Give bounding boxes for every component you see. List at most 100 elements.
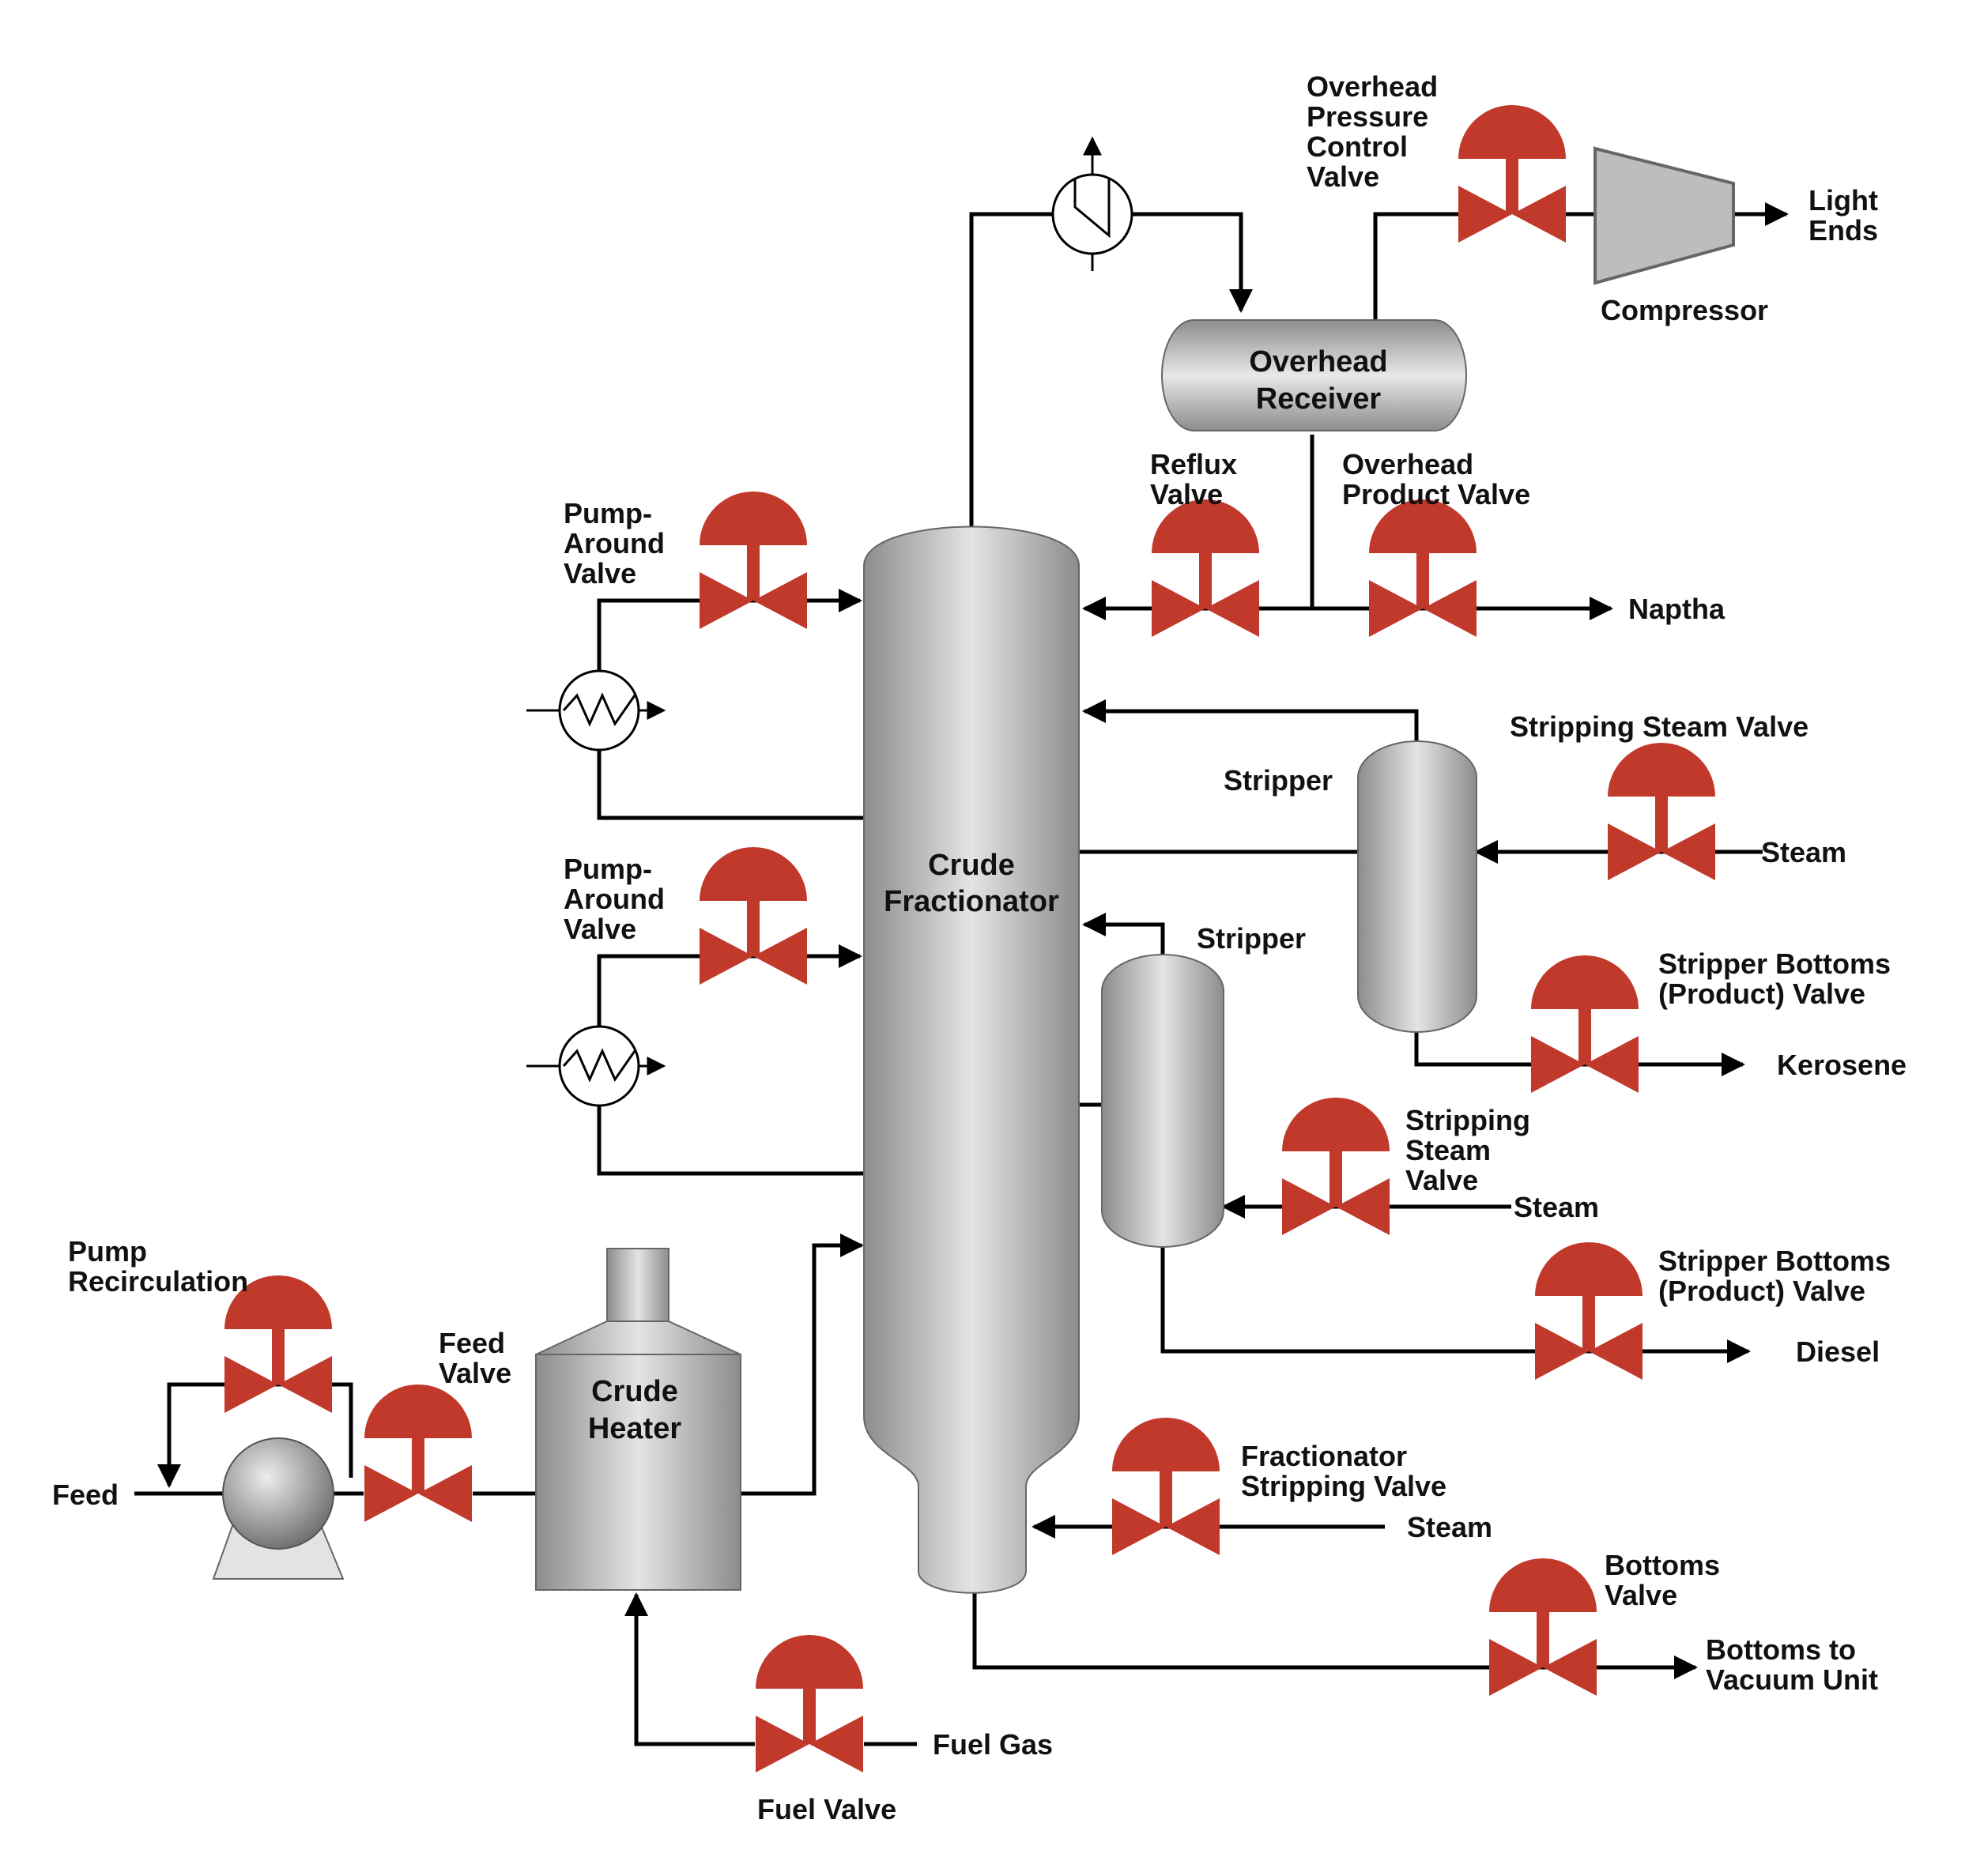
valve-reflux[interactable]	[1152, 499, 1259, 637]
upper-stripper-vessel	[1357, 740, 1477, 1033]
label-pump-around-lower-1: Pump-	[564, 853, 652, 885]
receiver-label-1: Overhead	[1249, 345, 1387, 379]
stream-bottoms-to-vacuum-1: Bottoms to	[1706, 1633, 1856, 1666]
valve-actuator	[756, 1635, 863, 1689]
valve-actuator	[364, 1384, 472, 1438]
label-overhead-pressure-4: Valve	[1307, 160, 1379, 193]
valve-body	[1112, 1498, 1166, 1555]
valve-overhead-product[interactable]	[1369, 499, 1477, 637]
valve-actuator	[1112, 1418, 1220, 1471]
exchanger-shell	[558, 1025, 640, 1107]
label-stripping-steam-lower-1: Stripping	[1405, 1104, 1530, 1136]
label-fractionator-stripping-2: Stripping Valve	[1241, 1470, 1446, 1502]
label-overhead-pressure-3: Control	[1307, 130, 1408, 163]
valve-body	[1282, 1178, 1336, 1235]
compressor-body	[1593, 146, 1735, 285]
exchanger-coil	[562, 1048, 636, 1083]
label-stripper-bottoms-upper-1: Stripper Bottoms	[1658, 947, 1891, 980]
heater-outlet-line	[721, 1234, 864, 1496]
lower-stripper-vessel	[1101, 954, 1224, 1248]
valve-stripping-steam-upper[interactable]	[1608, 743, 1715, 880]
upper-stripper-vapor-return	[1082, 699, 1419, 741]
valve-body	[1205, 580, 1259, 637]
valve-pump-around-lower[interactable]	[700, 847, 807, 985]
pump-casing	[222, 1437, 334, 1550]
label-stripper-bottoms-upper-2: (Product) Valve	[1658, 978, 1865, 1010]
heater-hood	[535, 1320, 741, 1355]
valve-actuator	[1608, 743, 1715, 797]
valve-body	[756, 1716, 809, 1772]
stream-feed: Feed	[52, 1479, 119, 1511]
valve-actuator	[1531, 955, 1639, 1009]
label-overhead-pressure-1: Overhead	[1307, 70, 1438, 103]
valve-body	[1585, 1036, 1639, 1093]
condenser-shell	[1051, 173, 1133, 255]
heater-label-2: Heater	[588, 1412, 681, 1445]
valve-body	[1489, 1639, 1543, 1696]
valve-stripper-bottoms-lower[interactable]	[1535, 1242, 1643, 1380]
valve-bottoms[interactable]	[1489, 1558, 1597, 1696]
valve-actuator	[1535, 1242, 1643, 1296]
valve-actuator	[224, 1275, 332, 1329]
valve-body	[700, 572, 753, 629]
stream-bottoms-to-vacuum-2: Vacuum Unit	[1706, 1663, 1878, 1696]
exchanger-coil	[562, 692, 636, 727]
fractionator-vessel	[863, 526, 1080, 1594]
stream-labels: Light Ends Naptha Steam Kerosene Steam D…	[52, 184, 1907, 1761]
label-reflux-2: Valve	[1150, 478, 1223, 510]
receiver-gas-line	[1373, 212, 1478, 320]
label-stripping-steam-lower-3: Valve	[1405, 1164, 1478, 1196]
fuel-gas-line	[624, 1592, 755, 1746]
valve-body	[1535, 1323, 1589, 1380]
overhead-receiver: Overhead Receiver	[1161, 319, 1467, 431]
label-reflux-1: Reflux	[1150, 448, 1237, 480]
stream-steam-upper: Steam	[1761, 836, 1846, 868]
valve-body	[1458, 186, 1512, 243]
valve-body	[1512, 186, 1566, 243]
label-fuel-valve: Fuel Valve	[757, 1793, 896, 1825]
lower-pump-around-exchanger	[526, 1025, 666, 1107]
label-pump-recirculation-1: Pump	[68, 1235, 147, 1268]
condenser-outlet-line	[1128, 212, 1253, 313]
condenser-coil	[1073, 179, 1111, 239]
crude-heater: Crude Heater	[535, 1248, 741, 1591]
label-pump-around-lower-2: Around	[564, 883, 665, 915]
valve-actuator	[1369, 499, 1477, 553]
valve-overhead-pressure-control[interactable]	[1458, 105, 1566, 243]
valve-body	[1336, 1178, 1390, 1235]
valve-pump-recirculation[interactable]	[224, 1275, 332, 1413]
upper-pump-around-exchanger	[526, 669, 666, 752]
valve-fuel[interactable]	[756, 1635, 863, 1772]
label-pump-recirculation-2: Recirculation	[68, 1265, 248, 1298]
valve-stripper-bottoms-upper[interactable]	[1531, 955, 1639, 1093]
stream-light-ends-1: Light	[1808, 184, 1878, 217]
valve-body	[364, 1465, 418, 1522]
valve-body	[1608, 823, 1661, 880]
valve-stripping-steam-lower[interactable]	[1282, 1098, 1390, 1235]
bottoms-line	[972, 1590, 1698, 1679]
valve-actuator	[1152, 499, 1259, 553]
valve-body	[1166, 1498, 1220, 1555]
stream-fuel-gas: Fuel Gas	[933, 1728, 1053, 1761]
valve-labels: Overhead Pressure Control Valve Reflux V…	[68, 70, 1891, 1825]
label-pump-around-upper-3: Valve	[564, 557, 636, 590]
valve-body	[1589, 1323, 1643, 1380]
valve-actuator	[1282, 1098, 1390, 1151]
fractionator-label-2: Fractionator	[884, 885, 1059, 918]
label-overhead-pressure-2: Pressure	[1307, 100, 1428, 133]
valve-pump-around-upper[interactable]	[700, 492, 807, 629]
receiver-vessel	[1161, 319, 1467, 431]
label-stripper-bottoms-lower-1: Stripper Bottoms	[1658, 1245, 1891, 1277]
heater-box	[535, 1354, 741, 1591]
label-bottoms-valve-1: Bottoms	[1605, 1549, 1720, 1581]
valve-actuator	[700, 492, 807, 545]
exchanger-shell	[558, 669, 640, 752]
valve-body	[1543, 1639, 1597, 1696]
valve-feed[interactable]	[364, 1384, 472, 1522]
crude-fractionator: Crude Fractionator	[863, 526, 1080, 1594]
label-bottoms-valve-2: Valve	[1605, 1579, 1677, 1611]
valve-fractionator-stripping[interactable]	[1112, 1418, 1220, 1555]
stream-light-ends-2: Ends	[1808, 214, 1878, 247]
label-stripping-steam-upper: Stripping Steam Valve	[1510, 710, 1808, 743]
